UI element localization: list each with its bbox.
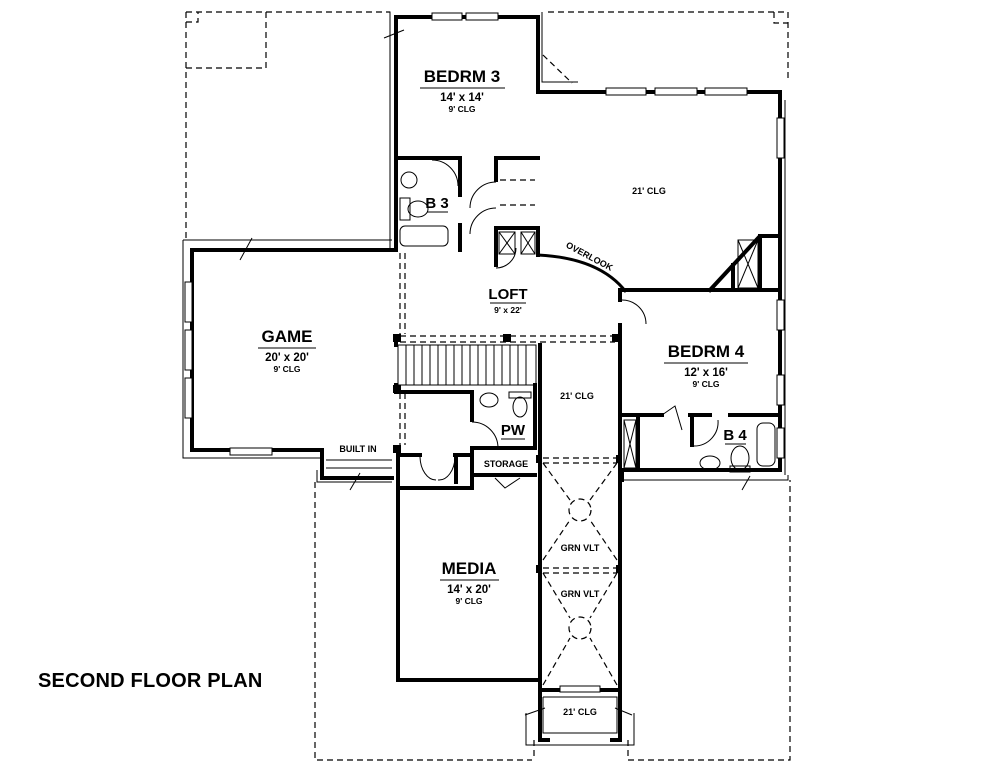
stair-open-ceiling: 21' CLG [560, 391, 594, 401]
staircase [397, 344, 537, 386]
exterior-trim [182, 11, 789, 491]
bath3-fixtures [399, 171, 449, 247]
entry-porch-ceiling: 21' CLG [563, 707, 597, 717]
powder-name: PW [501, 422, 526, 439]
entry-porch [524, 685, 635, 746]
door-swings [419, 159, 719, 489]
bath4-fixtures [699, 422, 776, 473]
overlook-label: OVERLOOK [564, 240, 615, 273]
windows [184, 12, 785, 459]
room-powder: PW [501, 422, 526, 440]
bath3-name: B 3 [425, 195, 448, 212]
overlook-rail [537, 253, 628, 293]
built-in-label: BUILT IN [339, 444, 376, 454]
room-game: GAME 20' x 20' 9' CLG [258, 327, 316, 374]
bedroom4-ceiling: 9' CLG [692, 379, 719, 389]
plan-title: SECOND FLOOR PLAN [38, 670, 263, 692]
room-media: MEDIA 14' x 20' 9' CLG [440, 559, 499, 606]
upper-open-ceiling: 21' CLG [632, 186, 666, 196]
bath4-name: B 4 [723, 427, 747, 444]
bedroom4-size: 12' x 16' [684, 367, 728, 379]
media-ceiling: 9' CLG [455, 596, 482, 606]
bedroom3-name: BEDRM 3 [424, 67, 501, 86]
room-bedroom-4: BEDRM 4 12' x 16' 9' CLG [664, 342, 748, 389]
room-loft: LOFT 9' x 22' [488, 286, 527, 315]
bedroom4-name: BEDRM 4 [668, 342, 745, 361]
storage-label: STORAGE [484, 459, 528, 469]
roof-outline [185, 11, 791, 761]
game-name: GAME [262, 327, 313, 346]
loft-dashed-edges [399, 179, 617, 574]
room-bath-4: B 4 [723, 427, 747, 445]
room-bath-3: B 3 [425, 195, 449, 213]
loft-name: LOFT [488, 286, 527, 303]
game-size: 20' x 20' [265, 352, 309, 364]
bedroom3-size: 14' x 14' [440, 92, 484, 104]
groin-vault-lines [542, 462, 618, 686]
linen-closets [498, 231, 759, 469]
powder-fixtures [479, 391, 532, 418]
columns [393, 334, 622, 573]
groin-vault-2-label: GRN VLT [561, 589, 600, 599]
built-in-shelves [326, 459, 392, 469]
media-name: MEDIA [442, 559, 497, 578]
room-bedroom-3: BEDRM 3 14' x 14' 9' CLG [420, 67, 505, 114]
groin-vault-1-label: GRN VLT [561, 543, 600, 553]
media-size: 14' x 20' [447, 584, 491, 596]
game-ceiling: 9' CLG [273, 364, 300, 374]
loft-size: 9' x 22' [494, 305, 522, 315]
bedroom3-ceiling: 9' CLG [448, 104, 475, 114]
